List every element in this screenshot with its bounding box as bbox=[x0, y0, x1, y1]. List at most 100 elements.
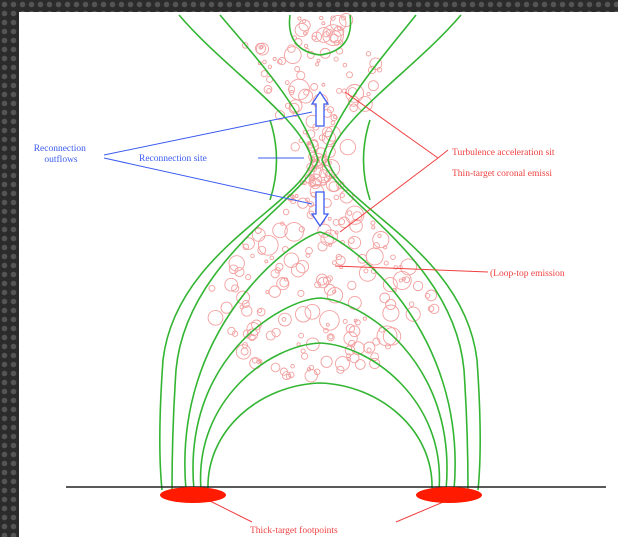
bubble bbox=[348, 339, 356, 348]
bubble bbox=[372, 242, 380, 250]
bubble bbox=[405, 306, 421, 322]
bubble bbox=[235, 344, 252, 360]
bubble bbox=[251, 227, 266, 242]
field-lines bbox=[159, 14, 481, 491]
bubble bbox=[376, 325, 398, 347]
bubble bbox=[347, 235, 362, 250]
bubble bbox=[245, 274, 252, 281]
bubble bbox=[319, 15, 324, 21]
red-pointers bbox=[207, 91, 489, 523]
bubble bbox=[382, 304, 400, 322]
bubble bbox=[295, 259, 310, 274]
bubble bbox=[330, 120, 336, 126]
bubble bbox=[263, 85, 273, 94]
bubble bbox=[262, 59, 267, 65]
bubble bbox=[308, 201, 315, 208]
bubble bbox=[272, 222, 288, 239]
downward-outflow-arrow bbox=[310, 191, 330, 228]
bubble bbox=[248, 333, 256, 342]
bubble bbox=[357, 96, 373, 112]
bubble bbox=[296, 70, 306, 81]
bubble bbox=[321, 21, 326, 26]
bubble bbox=[299, 180, 305, 186]
bubble bbox=[400, 258, 418, 276]
bubble bbox=[313, 368, 321, 376]
flare-diagram: Reconnection outflows Reconnection site … bbox=[34, 12, 606, 536]
bubble bbox=[346, 71, 353, 79]
bubble bbox=[322, 24, 344, 46]
bubble bbox=[412, 280, 424, 292]
bubble bbox=[326, 333, 335, 342]
bubble bbox=[268, 285, 281, 298]
bubble bbox=[347, 280, 357, 291]
bubble bbox=[228, 255, 245, 272]
bubble bbox=[258, 359, 263, 364]
bubble bbox=[254, 227, 262, 234]
bubble bbox=[310, 176, 316, 182]
bubble bbox=[289, 89, 295, 96]
bubble bbox=[287, 85, 296, 93]
bubble bbox=[251, 357, 258, 364]
bubble bbox=[295, 306, 312, 323]
diagram-canvas: Reconnection outflows Reconnection site … bbox=[19, 12, 618, 537]
bubble bbox=[240, 347, 249, 356]
bubble bbox=[265, 330, 276, 341]
bubble bbox=[207, 309, 224, 326]
bubble bbox=[332, 218, 340, 226]
bubble bbox=[298, 19, 311, 32]
bubble bbox=[246, 328, 259, 341]
bubble bbox=[270, 362, 281, 373]
bubble bbox=[251, 319, 262, 331]
bubble bbox=[282, 208, 290, 216]
bubble bbox=[301, 352, 309, 360]
bubble bbox=[327, 216, 332, 221]
bubble bbox=[266, 88, 272, 94]
bubble bbox=[284, 222, 304, 242]
bubble bbox=[367, 65, 377, 75]
bubble bbox=[305, 246, 313, 255]
bubble bbox=[315, 62, 320, 67]
bubble bbox=[383, 260, 389, 266]
bubble bbox=[363, 268, 369, 274]
bubble bbox=[385, 298, 397, 310]
bubble bbox=[322, 159, 341, 178]
loop bbox=[184, 231, 456, 491]
field-line bbox=[288, 14, 352, 56]
bubble bbox=[303, 31, 307, 36]
field-line bbox=[269, 119, 278, 201]
bubble bbox=[304, 369, 318, 383]
bubble bbox=[342, 318, 348, 324]
bubble bbox=[339, 138, 356, 156]
bubble bbox=[300, 348, 306, 354]
bubble bbox=[371, 225, 376, 230]
bubble bbox=[265, 290, 270, 294]
bubble bbox=[304, 303, 321, 320]
bubble bbox=[339, 265, 344, 270]
bubble bbox=[256, 359, 261, 364]
bubble bbox=[339, 189, 354, 204]
bubble bbox=[281, 317, 287, 322]
bubble bbox=[308, 173, 322, 187]
bubble bbox=[242, 237, 255, 250]
loop bbox=[199, 342, 441, 491]
bubble bbox=[429, 303, 440, 315]
bubble bbox=[320, 355, 333, 368]
bubble bbox=[372, 337, 381, 346]
field-line bbox=[362, 119, 371, 201]
bubble bbox=[310, 153, 326, 169]
bubble bbox=[369, 357, 381, 370]
bubble bbox=[298, 332, 304, 339]
bubble bbox=[318, 169, 328, 179]
bubble bbox=[333, 39, 340, 46]
bubble bbox=[408, 301, 415, 307]
bubble bbox=[297, 16, 302, 21]
bubble bbox=[278, 56, 287, 66]
turbulence-acceleration-label: Turbulence acceleration sit bbox=[452, 148, 555, 158]
bubble bbox=[310, 82, 319, 91]
bubble bbox=[228, 264, 239, 275]
bubble bbox=[283, 252, 300, 268]
bubble bbox=[332, 289, 337, 294]
bubble bbox=[358, 264, 377, 282]
bubble bbox=[257, 245, 267, 255]
field-line bbox=[159, 14, 313, 491]
